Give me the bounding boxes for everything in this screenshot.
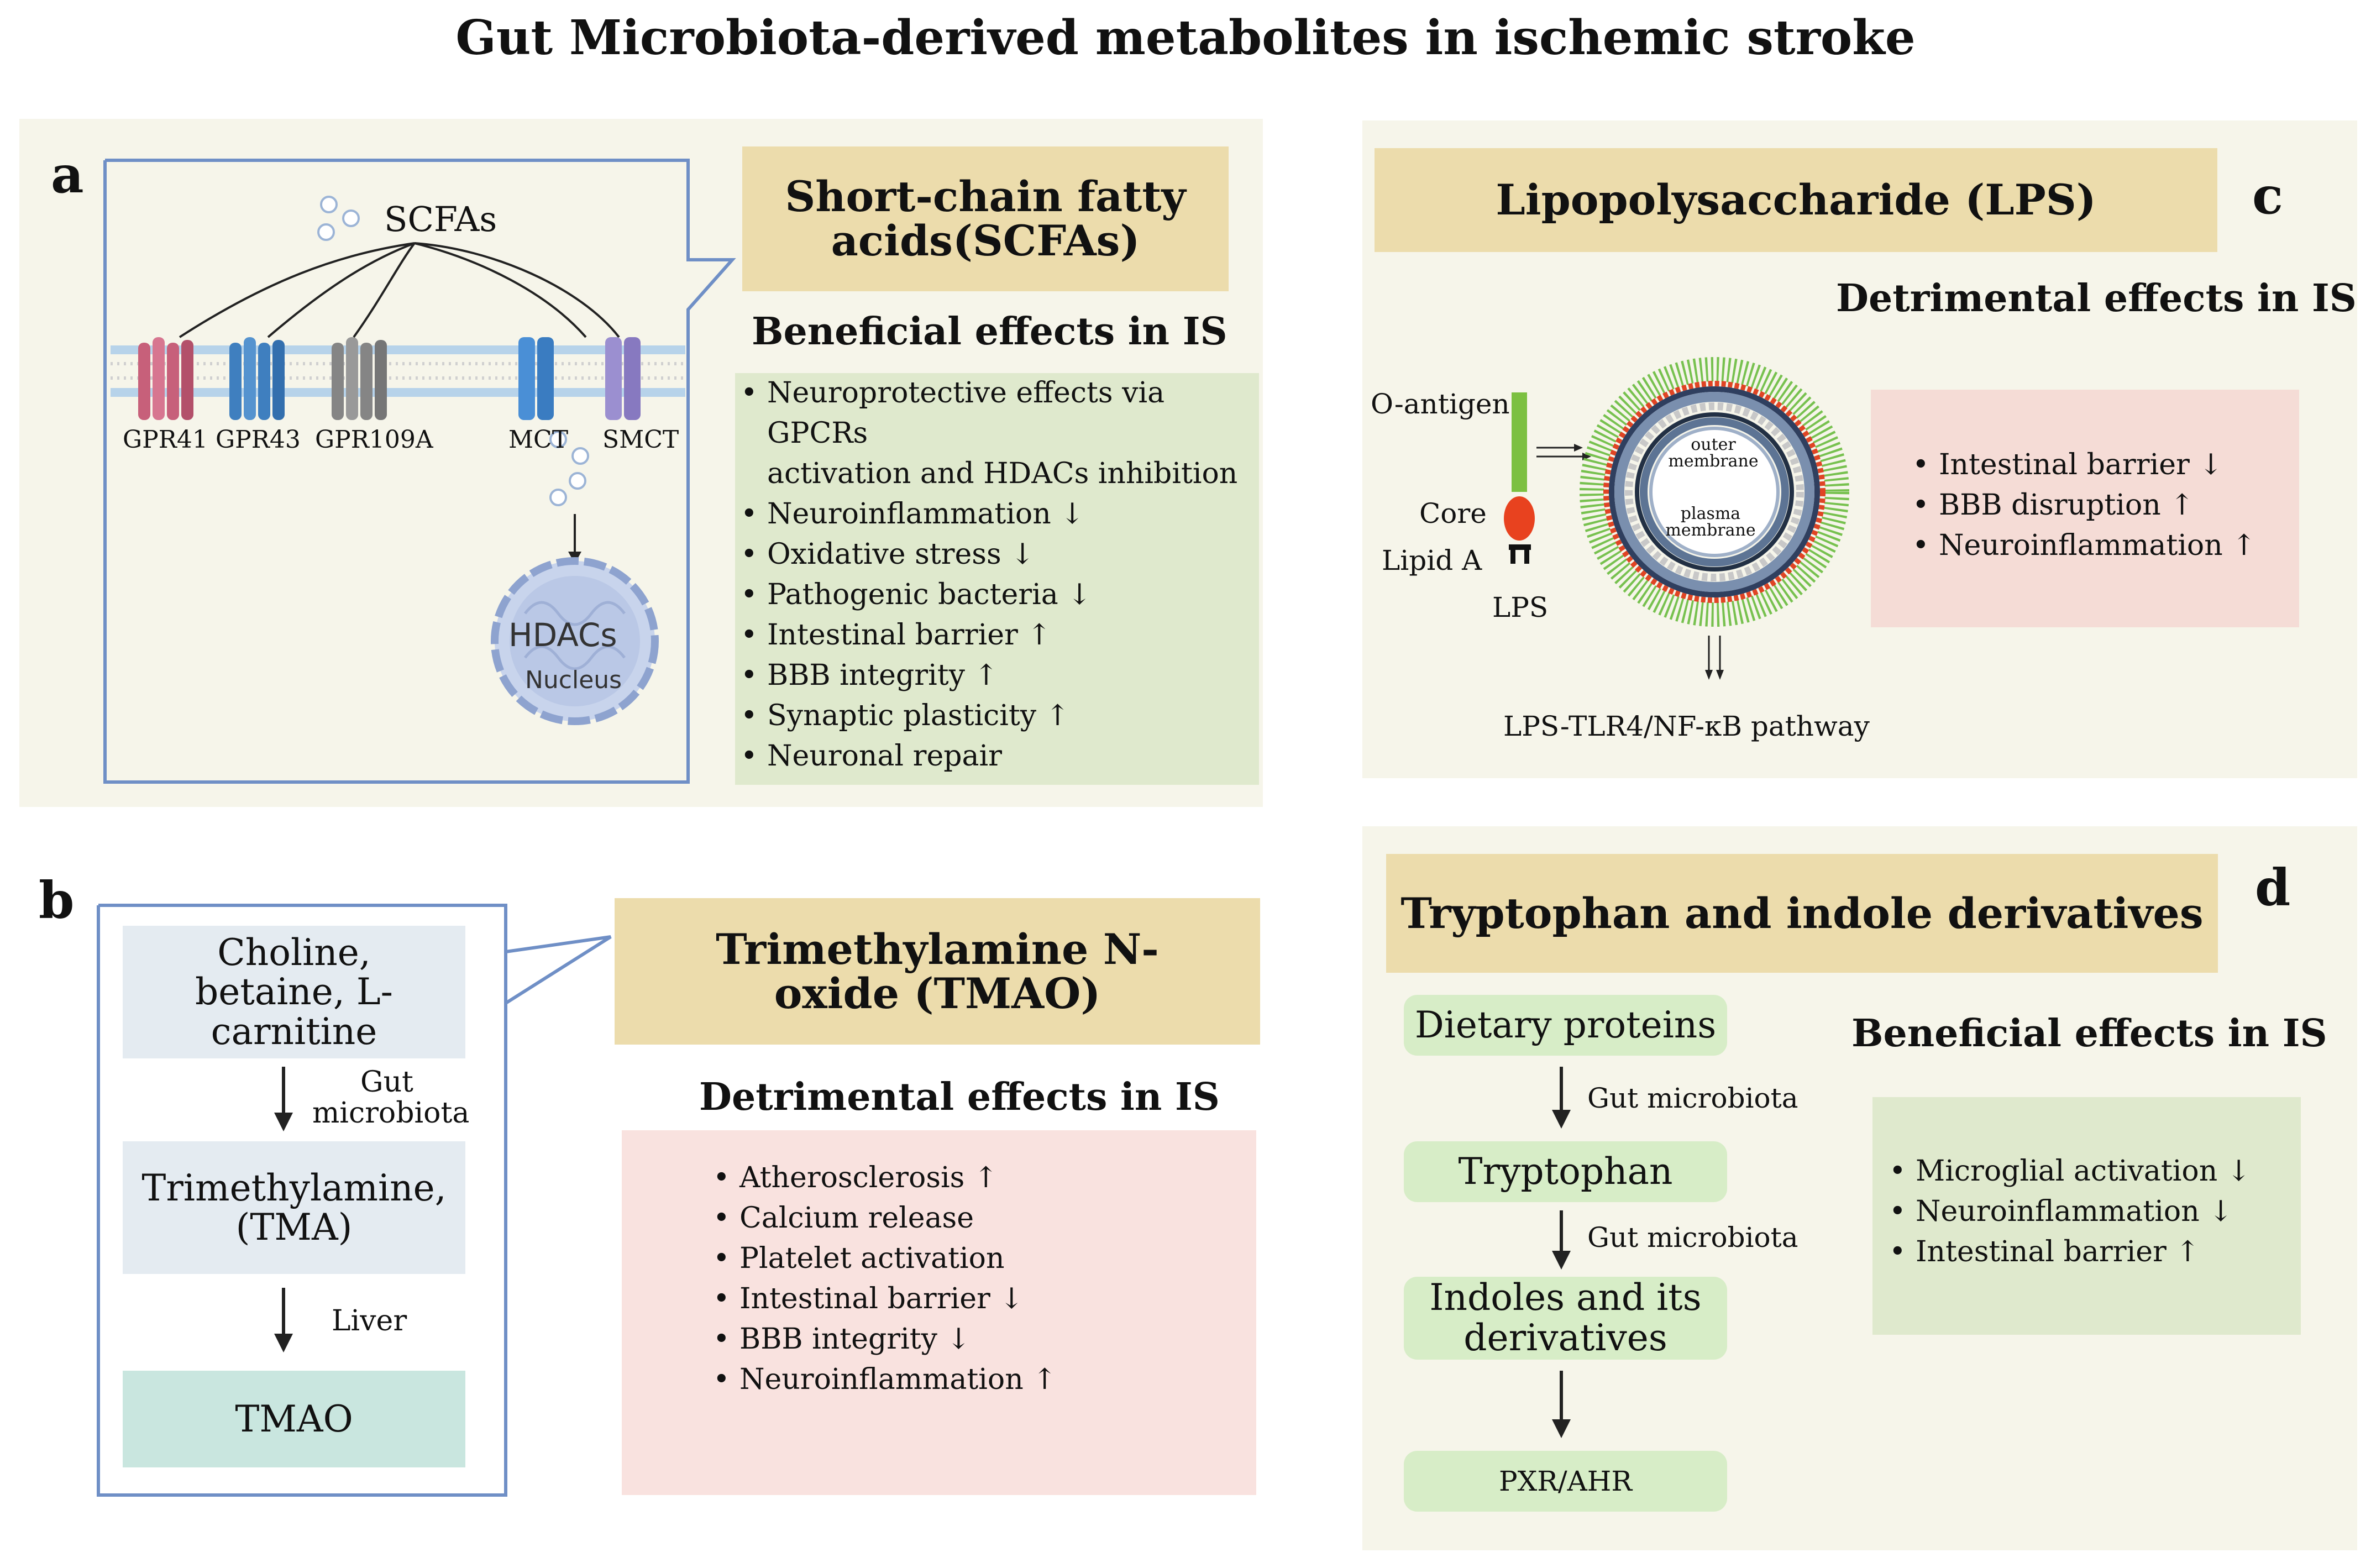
effect-item: BBB integrity ↓ <box>713 1319 1057 1360</box>
effect-item: Calcium release <box>713 1198 1057 1239</box>
effect-item: BBB integrity ↑ <box>741 655 1259 696</box>
scfa-bubbles-icon <box>317 196 589 506</box>
panel-b-effects-heading: Detrimental effects in IS <box>699 1075 1220 1119</box>
effect-item: Neuroinflammation ↓ <box>741 494 1259 534</box>
flow-box-pxr-ahr: PXR/AHR <box>1404 1451 1727 1512</box>
smct-transporter-icon <box>605 337 641 420</box>
panel-a-letter: a <box>51 145 84 204</box>
arrow-down-icon <box>1552 1371 1571 1438</box>
receptor-label-gpr109a: GPR109A <box>315 426 433 454</box>
scfa-label: SCFAs <box>384 199 497 239</box>
effect-item: Platelet activation <box>713 1239 1057 1279</box>
receptor-label-mct: MCT <box>508 426 569 454</box>
effect-item: Synaptic plasticity ↑ <box>741 696 1259 736</box>
effect-item: Microglial activation ↓ <box>1889 1151 2251 1192</box>
effect-item: Intestinal barrier ↑ <box>1889 1232 2251 1272</box>
arrow-label-liver: Liver <box>332 1304 407 1338</box>
panel-b-letter: b <box>39 870 75 930</box>
panel-c-letter: c <box>2252 166 2284 226</box>
panel-b-effects-box: Atherosclerosis ↑ Calcium release Platel… <box>622 1130 1256 1495</box>
lps-title-box: Lipopolysaccharide (LPS) <box>1375 148 2217 252</box>
effect-item: Neuroinflammation ↑ <box>713 1360 1057 1400</box>
receptor-label-gpr41: GPR41 <box>123 426 208 454</box>
flow-box-tmao: TMAO <box>123 1371 465 1467</box>
panel-d-letter: d <box>2255 858 2291 917</box>
effect-item: Intestinal barrier ↑ <box>741 615 1259 655</box>
nucleus-label: Nucleus <box>525 666 622 694</box>
effect-item: Neuronal repair <box>741 736 1259 777</box>
panel-c-effects-box: Intestinal barrier ↓ BBB disruption ↑ Ne… <box>1871 390 2299 627</box>
arrow-down-icon <box>274 1288 293 1352</box>
flow-box-dietary-proteins: Dietary proteins <box>1404 995 1727 1056</box>
effect-item: Atherosclerosis ↑ <box>713 1158 1057 1198</box>
receptor-label-gpr43: GPR43 <box>216 426 301 454</box>
scfa-membrane-diagram <box>111 196 685 725</box>
scfa-title-box: Short-chain fatty acids(SCFAs) <box>742 146 1229 291</box>
effect-item: Neuroinflammation ↑ <box>1912 526 2256 566</box>
effect-item: Intestinal barrier ↓ <box>713 1279 1057 1319</box>
panel-c-effects-heading: Detrimental effects in IS <box>1836 276 2357 321</box>
gpr43-receptor-icon <box>229 337 285 420</box>
panel-d-effects-heading: Beneficial effects in IS <box>1851 1011 2327 1056</box>
hdacs-label: HDACs <box>508 616 617 654</box>
receptor-label-smct: SMCT <box>602 426 679 454</box>
panel-d-effects-box: Microglial activation ↓ Neuroinflammatio… <box>1872 1097 2301 1335</box>
arrow-down-icon <box>1552 1210 1571 1270</box>
scfa-branch-lines <box>179 242 620 338</box>
bacterium-cell-icon <box>1580 357 1849 627</box>
panel-a-effects-heading: Beneficial effects in IS <box>752 310 1228 354</box>
effect-item: BBB disruption ↑ <box>1912 485 2256 526</box>
effect-item: Oxidative stress ↓ <box>741 534 1259 575</box>
lps-bacterium-diagram <box>1504 357 1849 680</box>
arrow-label-gut-microbiota-2: Gut microbiota <box>1587 1221 1798 1254</box>
flow-box-tma: Trimethylamine, (TMA) <box>123 1141 465 1274</box>
panel-a-effects-box: Neuroprotective effects via GPCRsactivat… <box>735 373 1259 785</box>
flow-box-indoles: Indoles and its derivatives <box>1404 1277 1727 1360</box>
effect-item: Intestinal barrier ↓ <box>1912 445 2256 485</box>
pathway-label: LPS-TLR4/NF-κB pathway <box>1503 710 1870 742</box>
lps-label: LPS <box>1492 591 1549 623</box>
flow-box-tryptophan: Tryptophan <box>1404 1141 1727 1202</box>
tryptophan-title-box: Tryptophan and indole derivatives <box>1386 854 2218 973</box>
nucleus-icon <box>491 557 659 725</box>
gpr41-receptor-icon <box>138 337 193 420</box>
flow-box-choline: Choline, betaine, L-carnitine <box>123 926 465 1058</box>
effect-item: Neuroprotective effects via GPCRsactivat… <box>741 373 1259 494</box>
gpr109a-receptor-icon <box>332 337 387 420</box>
lps-molecule-icon <box>1504 392 1535 564</box>
arrow-label-gut-microbiota-1: Gut microbiota <box>1587 1082 1798 1114</box>
core-label: Core <box>1419 497 1487 529</box>
lipid-a-label: Lipid A <box>1382 544 1482 576</box>
plasma-membrane-label: plasma membrane <box>1665 504 1756 540</box>
mct-transporter-icon <box>518 337 554 420</box>
effect-item: Pathogenic bacteria ↓ <box>741 575 1259 615</box>
arrow-down-icon <box>1552 1067 1571 1129</box>
figure-title: Gut Microbiota-derived metabolites in is… <box>455 10 1916 66</box>
tmao-title-box: Trimethylamine N-oxide (TMAO) <box>615 898 1260 1045</box>
o-antigen-label: O-antigen <box>1371 388 1510 420</box>
outer-membrane-label: outer membrane <box>1668 435 1759 471</box>
arrow-down-icon <box>274 1067 293 1131</box>
effect-item: Neuroinflammation ↓ <box>1889 1192 2251 1232</box>
arrow-label-gut-microbiota: Gut microbiota <box>312 1066 470 1130</box>
